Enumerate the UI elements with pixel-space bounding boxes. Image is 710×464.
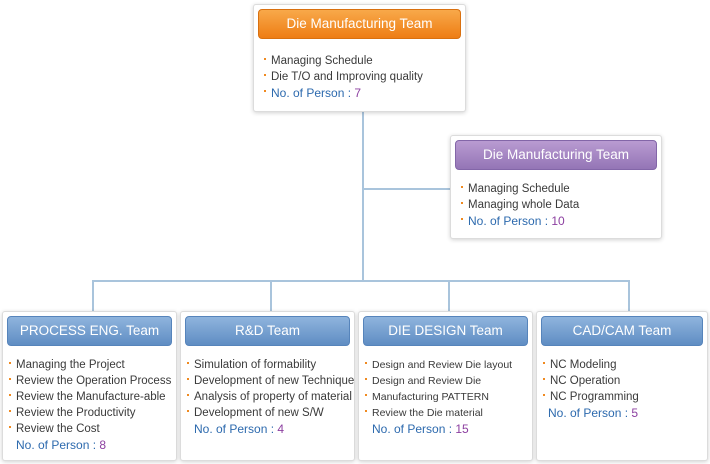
team-person-count-cadcam: No. of Person : 5 <box>548 405 638 421</box>
connector-horizontal-bus <box>92 280 630 282</box>
team-duties-cadcam: NC Modeling NC Operation NC Programming <box>543 357 703 405</box>
duty-item: Manufacturing PATTERN <box>365 389 528 405</box>
team-person-count-process-eng: No. of Person : 8 <box>16 437 106 453</box>
duty-item: Managing Schedule <box>461 181 657 197</box>
top-team-duties: Managing Schedule Die T/O and Improving … <box>264 53 461 85</box>
person-label: No. of Person : <box>271 86 355 100</box>
duty-item: Development of new S/W <box>187 405 350 421</box>
duty-item: Design and Review Die <box>365 373 528 389</box>
duty-item: Review the Die material <box>365 405 528 421</box>
team-person-count-rnd: No. of Person : 4 <box>194 421 284 437</box>
top-team-person-count: No. of Person : 7 <box>264 85 361 101</box>
duty-item: Review the Manufacture-able <box>9 389 172 405</box>
duty-item: Development of new Technique <box>187 373 354 389</box>
connector-drop-cadcam <box>628 280 630 312</box>
side-team-person-count: No. of Person : 10 <box>461 213 565 229</box>
duty-item: NC Modeling <box>543 357 703 373</box>
connector-drop-die-design <box>448 280 450 312</box>
team-card-process-eng: PROCESS ENG. Team Managing the Project R… <box>2 311 177 461</box>
connector-trunk <box>362 111 364 281</box>
duty-item: Managing the Project <box>9 357 172 373</box>
top-team-header: Die Manufacturing Team <box>258 9 461 39</box>
connector-side-branch <box>362 188 450 190</box>
team-card-cadcam: CAD/CAM Team NC Modeling NC Operation NC… <box>536 311 708 461</box>
team-header-process-eng: PROCESS ENG. Team <box>7 316 172 346</box>
person-label: No. of Person : <box>16 438 100 452</box>
person-label: No. of Person : <box>468 214 552 228</box>
duty-item: Die T/O and Improving quality <box>264 69 461 85</box>
team-duties-die-design: Design and Review Die layout Design and … <box>365 357 528 421</box>
team-person-count-die-design: No. of Person : 15 <box>372 421 469 437</box>
connector-drop-process <box>92 280 94 312</box>
duty-item: Review the Productivity <box>9 405 172 421</box>
team-duties-process-eng: Managing the Project Review the Operatio… <box>9 357 172 437</box>
duty-item: Managing whole Data <box>461 197 657 213</box>
team-header-cadcam: CAD/CAM Team <box>541 316 703 346</box>
team-card-rnd: R&D Team Simulation of formability Devel… <box>180 311 355 461</box>
side-team-duties: Managing Schedule Managing whole Data <box>461 181 657 213</box>
team-card-die-design: DIE DESIGN Team Design and Review Die la… <box>358 311 533 461</box>
duty-item: Simulation of formability <box>187 357 350 373</box>
duty-item: Managing Schedule <box>264 53 461 69</box>
person-label: No. of Person : <box>194 422 278 436</box>
top-team-card: Die Manufacturing Team Managing Schedule… <box>253 4 466 112</box>
side-team-card: Die Manufacturing Team Managing Schedule… <box>450 135 662 239</box>
person-label: No. of Person : <box>548 406 632 420</box>
person-label: No. of Person : <box>372 422 456 436</box>
person-number: 4 <box>277 422 285 436</box>
person-number: 10 <box>551 214 565 228</box>
duty-item: NC Operation <box>543 373 703 389</box>
duty-item: Analysis of property of material <box>187 389 352 405</box>
team-header-die-design: DIE DESIGN Team <box>363 316 528 346</box>
duty-item: NC Programming <box>543 389 703 405</box>
team-header-rnd: R&D Team <box>185 316 350 346</box>
person-number: 15 <box>455 422 469 436</box>
duty-item: Review the Cost <box>9 421 172 437</box>
person-number: 8 <box>99 438 107 452</box>
connector-drop-rnd <box>270 280 272 312</box>
duty-item: Review the Operation Process <box>9 373 172 389</box>
person-number: 7 <box>354 86 362 100</box>
duty-item: Design and Review Die layout <box>365 357 528 373</box>
team-duties-rnd: Simulation of formability Development of… <box>187 357 354 421</box>
side-team-header: Die Manufacturing Team <box>455 140 657 170</box>
person-number: 5 <box>631 406 639 420</box>
